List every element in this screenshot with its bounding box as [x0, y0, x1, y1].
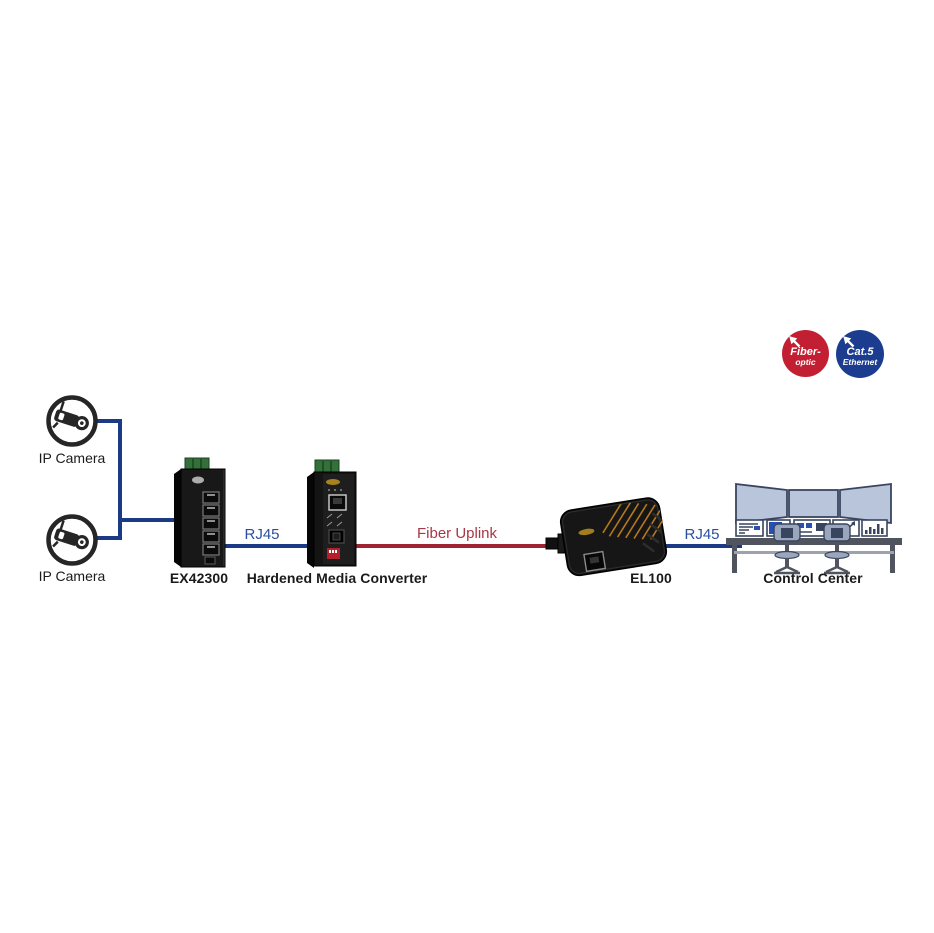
el100-label: EL100 [630, 570, 672, 586]
switch-ex42300-image [174, 457, 226, 568]
el100-image [545, 497, 668, 577]
badge-text: Fiber- [790, 346, 821, 358]
ethernet-camera-lines [97, 419, 178, 540]
rj45-left-label: RJ45 [244, 526, 280, 543]
switch-label: EX42300 [169, 570, 229, 586]
ip-camera-icon [46, 514, 98, 566]
control-center-image [726, 483, 902, 575]
badge-text: optic [795, 357, 816, 367]
badge-text: Ethernet [842, 357, 878, 367]
arrow-up-left-icon [843, 336, 855, 348]
office-chair-icon [823, 523, 851, 575]
control-center-label: Control Center [763, 570, 863, 586]
fiber-optic-badge: Fiber- optic [782, 330, 829, 377]
camera-bottom-label: IP Camera [38, 568, 106, 584]
cat5-ethernet-badge: Cat.5 Ethernet [836, 330, 884, 378]
ip-camera-icon [46, 395, 98, 447]
badge-text: Cat.5 [846, 346, 874, 358]
camera-top-label: IP Camera [38, 450, 106, 466]
office-chair-icon [773, 523, 801, 575]
arrow-up-left-icon [789, 336, 801, 348]
fiber-uplink-label: Fiber Uplink [416, 525, 498, 542]
media-converter-label: Hardened Media Converter [246, 570, 428, 586]
media-converter-image [307, 459, 357, 568]
rj45-right-label: RJ45 [684, 526, 720, 543]
